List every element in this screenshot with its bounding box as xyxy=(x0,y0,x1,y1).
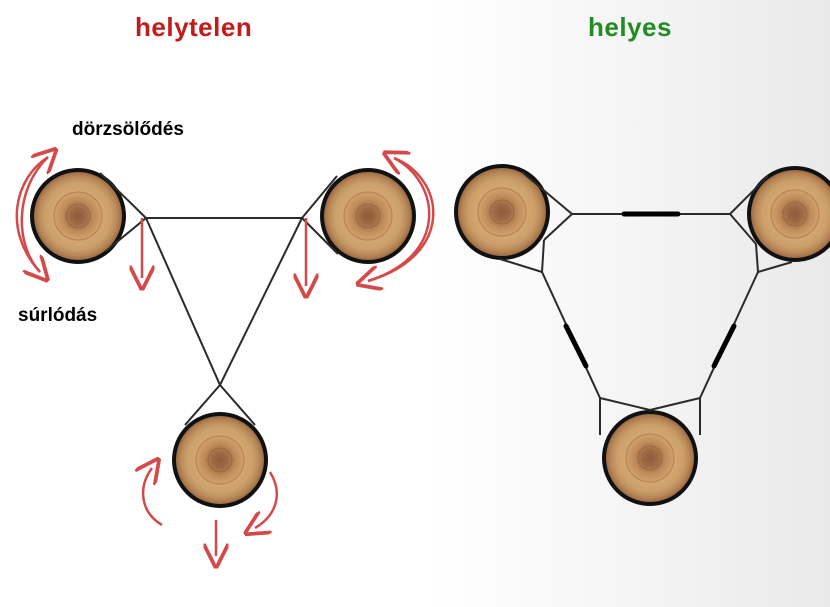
thick-rope-segments xyxy=(563,211,737,369)
log-bottom xyxy=(172,412,268,508)
incorrect-title: helytelen xyxy=(135,12,253,42)
friction-arrows xyxy=(15,157,435,556)
log-left-correct xyxy=(454,164,550,260)
rope-lines-incorrect xyxy=(99,172,339,426)
friction-label: súrlódás xyxy=(18,305,98,326)
log-right-correct xyxy=(747,166,830,262)
correct-diagram xyxy=(454,164,830,506)
log-bottom-correct xyxy=(602,410,698,506)
rubbing-label: dörzsölődés xyxy=(72,119,184,140)
log-left-top xyxy=(30,168,126,264)
correct-title: helyes xyxy=(588,12,672,42)
log-right-top xyxy=(320,168,416,264)
incorrect-diagram xyxy=(15,157,435,556)
